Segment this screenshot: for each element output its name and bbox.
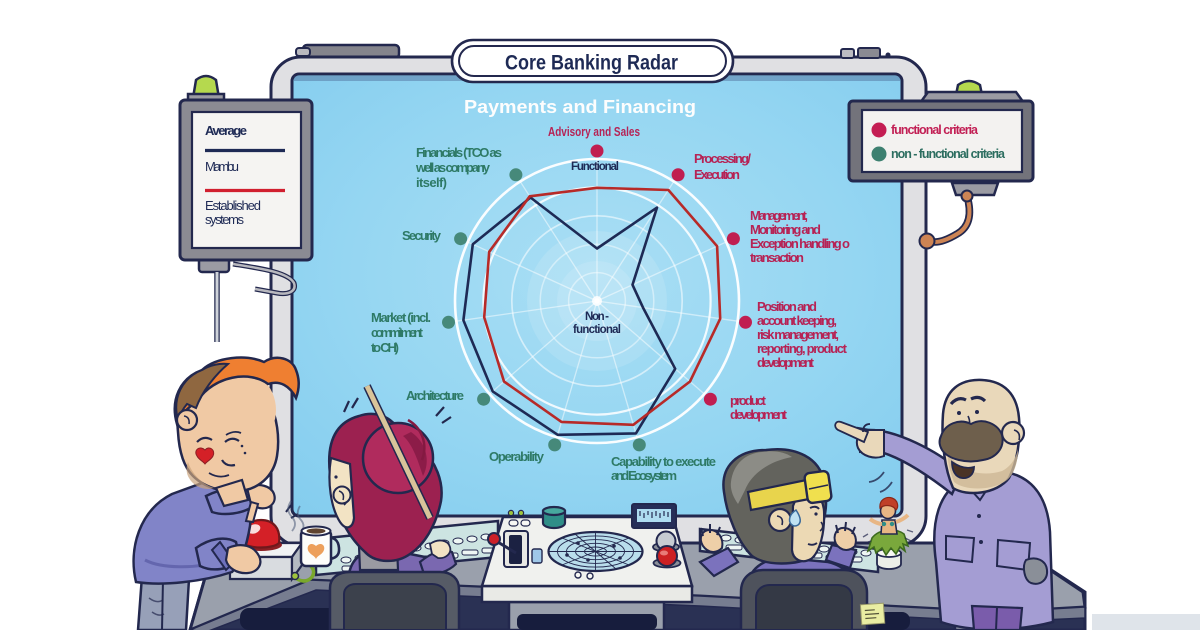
svg-text:risk management,: risk management, [757, 327, 839, 342]
svg-text:Management,: Management, [750, 208, 808, 223]
svg-text:functional: functional [573, 324, 621, 336]
svg-text:Security: Security [402, 228, 442, 243]
svg-text:to CH): to CH) [371, 340, 399, 355]
svg-text:and Ecosystem: and Ecosystem [611, 468, 677, 483]
svg-text:Financials (TCO as: Financials (TCO as [416, 145, 502, 160]
svg-text:reporting, product: reporting, product [757, 341, 848, 356]
svg-text:Architecture: Architecture [406, 388, 464, 403]
svg-text:Capability to execute: Capability to execute [611, 454, 716, 469]
svg-text:Payments and Financing: Payments and Financing [464, 96, 696, 117]
svg-text:Advisory and Sales: Advisory and Sales [548, 124, 640, 139]
svg-text:Established: Established [205, 198, 261, 213]
svg-text:systems: systems [205, 212, 245, 227]
svg-text:account keeping,: account keeping, [757, 313, 837, 328]
svg-text:Processing/: Processing/ [694, 151, 751, 166]
svg-text:development: development [757, 355, 815, 370]
svg-text:commitment: commitment [371, 325, 424, 340]
svg-text:Monitoring and: Monitoring and [750, 222, 821, 237]
svg-text:Position and: Position and [757, 299, 817, 314]
svg-text:development: development [730, 407, 788, 422]
svg-text:Core Banking Radar: Core Banking Radar [505, 52, 678, 75]
svg-text:well as company: well as company [415, 160, 491, 175]
svg-text:transaction: transaction [750, 250, 804, 265]
svg-text:Market (incl.: Market (incl. [371, 310, 431, 325]
svg-text:Execution: Execution [694, 167, 740, 182]
svg-text:non - functional criteria: non - functional criteria [891, 147, 1006, 161]
svg-text:Average: Average [205, 123, 247, 138]
svg-text:Exception handling o: Exception handling o [750, 236, 850, 251]
svg-text:functional criteria: functional criteria [891, 123, 979, 137]
svg-text:Mambu: Mambu [205, 159, 239, 174]
svg-text:Functional: Functional [571, 161, 619, 173]
svg-text:product: product [730, 393, 767, 408]
svg-text:itself): itself) [416, 175, 447, 190]
svg-text:Operability: Operability [489, 449, 545, 464]
svg-text:Non -: Non - [585, 311, 609, 323]
